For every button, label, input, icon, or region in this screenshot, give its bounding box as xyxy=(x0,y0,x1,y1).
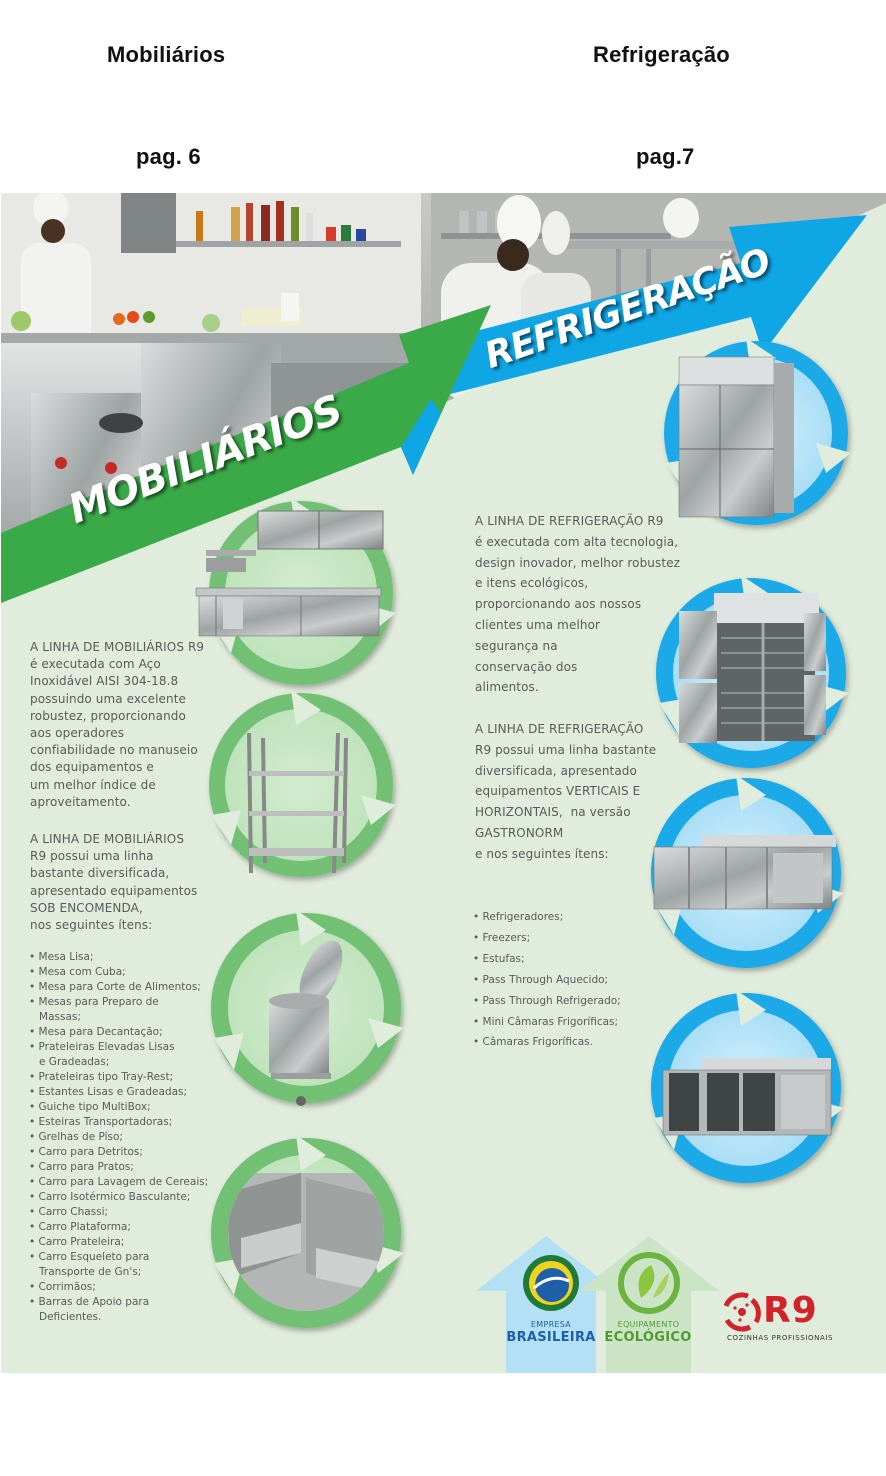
list-item: • Mini Câmaras Frigoríficas; xyxy=(473,1015,619,1028)
empresa-brasileira-badge xyxy=(476,1236,616,1373)
upright-refrigerator-open-image xyxy=(679,593,826,743)
upright-refrigerator-closed-image xyxy=(678,356,794,518)
list-item: • Guiche tipo MultiBox; xyxy=(29,1101,151,1113)
list-item: • Mesa Lisa; xyxy=(29,951,94,963)
list-item: • Barras de Apoio para xyxy=(29,1296,150,1308)
equipamento-label-small: EQUIPAMENTO xyxy=(617,1320,680,1329)
right-page-number: pag.7 xyxy=(636,144,695,169)
list-item: • Pass Through Refrigerado; xyxy=(473,994,621,1007)
list-item: Transporte de Gn's; xyxy=(29,1266,142,1278)
left-section-title: Mobiliários xyxy=(107,42,226,67)
mobiliarios-banner-arrow xyxy=(1,305,491,603)
r9-logo-icon xyxy=(723,1292,761,1332)
list-item: • Carro Isotérmico Basculante; xyxy=(29,1191,191,1203)
list-item: • Carro Plataforma; xyxy=(29,1221,131,1233)
equipamento-label-big: ECOLÓGICO xyxy=(604,1330,692,1345)
list-item: • Estufas; xyxy=(473,952,525,965)
kitchen-photo-and-banners xyxy=(1,193,886,1373)
list-item: • Carro para Pratos; xyxy=(29,1161,134,1173)
counter-refrigerator-open-image xyxy=(662,1058,832,1136)
list-item: • Prateleiras tipo Tray-Rest; xyxy=(29,1071,174,1083)
equipamento-ecologico-badge xyxy=(579,1236,719,1373)
list-item: • Carro para Lavagem de Cereais; xyxy=(29,1176,209,1188)
list-item: • Estantes Lisas e Gradeadas; xyxy=(29,1086,188,1098)
list-item: Deficientes. xyxy=(29,1311,102,1323)
list-item: • Carro para Detritos; xyxy=(29,1146,143,1158)
list-item: • Freezers; xyxy=(473,931,531,944)
left-page-number: pag. 6 xyxy=(136,144,201,169)
r9-brand-name: R9 xyxy=(763,1290,818,1331)
brochure-panel: MOBILIÁRIOS REFRIGERAÇÃO A LINHA DE MOBI… xyxy=(1,193,886,1373)
list-item: • Pass Through Aquecido; xyxy=(473,973,609,986)
list-item: • Carro Chassi; xyxy=(29,1206,109,1218)
list-item: • Refrigeradores; xyxy=(473,911,564,923)
mobiliarios-items-list: • Mesa Lisa; • Mesa com Cuba; • Mesa par… xyxy=(29,950,208,1325)
list-item: • Prateleiras Elevadas Lisas xyxy=(29,1041,175,1053)
empresa-label-small: EMPRESA xyxy=(530,1320,572,1329)
list-item: • Esteiras Transportadoras; xyxy=(29,1116,173,1128)
empresa-label-big: BRASILEIRA xyxy=(506,1330,596,1345)
list-item: Massas; xyxy=(29,1011,81,1023)
list-item: • Grelhas de Piso; xyxy=(29,1131,123,1143)
list-item: • Mesa para Corte de Alimentos; xyxy=(29,981,201,993)
refrigeracao-banner-arrow xyxy=(421,215,867,399)
r9-brand-logo: R9 xyxy=(763,1291,818,1331)
list-item: • Mesa com Cuba; xyxy=(29,966,126,978)
list-item: • Corrimãos; xyxy=(29,1281,96,1293)
list-item: • Mesas para Preparo de xyxy=(29,996,159,1008)
list-item: • Mesa para Decantação; xyxy=(29,1026,163,1038)
double-sink-product-image xyxy=(228,1173,384,1311)
list-item: • Carro Esqueleto para xyxy=(29,1251,150,1263)
shelving-rack-product-image xyxy=(247,732,348,874)
list-item: • Carro Prateleira; xyxy=(29,1236,125,1248)
r9-brand-tagline: COZINHAS PROFISSIONAIS xyxy=(727,1334,834,1342)
work-table-product-image xyxy=(195,510,384,637)
list-item: e Gradeadas; xyxy=(29,1056,110,1068)
counter-refrigerator-closed-image xyxy=(653,835,836,910)
waste-bin-product-image xyxy=(269,940,343,1106)
refrigeracao-items-list: • Refrigeradores; • Freezers; • Estufas;… xyxy=(473,907,621,1053)
list-item: • Câmaras Frigoríficas. xyxy=(473,1036,593,1049)
right-section-title: Refrigeração xyxy=(593,42,730,67)
